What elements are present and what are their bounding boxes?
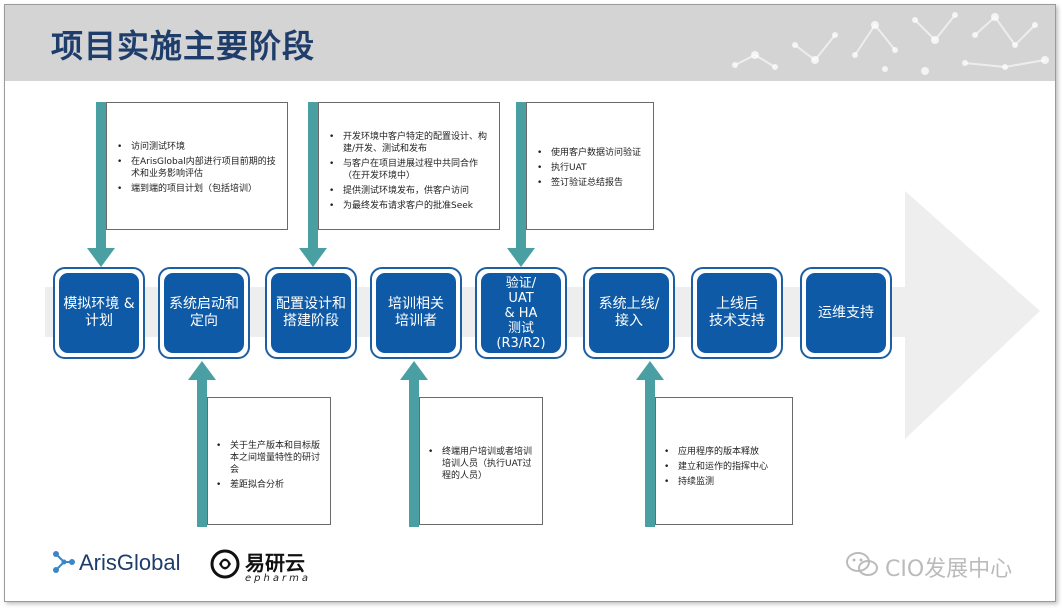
note-item: 与客户在项目进展过程中共同合作（在开发环境中） — [325, 158, 493, 182]
stage-7: 上线后 技术支持 — [691, 267, 783, 359]
arrowhead-up-2 — [400, 361, 428, 380]
page-title: 项目实施主要阶段 — [51, 27, 316, 65]
note-top-2: 开发环境中客户特定的配置设计、构建/开发、测试和发布 与客户在项目进展过程中共同… — [318, 102, 500, 230]
stage-3: 配置设计和 搭建阶段 — [265, 267, 357, 359]
connector-top-2 — [308, 102, 318, 250]
stage-label: 培训相关 培训者 — [376, 273, 456, 353]
stage-label: 上线后 技术支持 — [697, 273, 777, 353]
header-bar: 项目实施主要阶段 — [5, 5, 1055, 81]
note-item: 终端用户培训或者培训培训人员（执行UAT过程的人员） — [424, 446, 536, 482]
arrowhead-down-2 — [299, 248, 327, 267]
arrowhead-up-1 — [188, 361, 216, 380]
note-item: 访问测试环境 — [113, 141, 281, 153]
stage-5: 验证/ UAT & HA 测试 (R3/R2) — [475, 267, 567, 359]
stage-label: 系统上线/ 接入 — [589, 273, 669, 353]
connector-bottom-3 — [645, 379, 655, 527]
stage-label: 验证/ UAT & HA 测试 (R3/R2) — [481, 273, 561, 353]
note-top-1: 访问测试环境 在ArisGlobal内部进行项目前期的技术和业务影响评估 端到端… — [106, 102, 288, 230]
arrowhead-down-3 — [507, 248, 535, 267]
yiyan-logo: 易研云 — [245, 551, 305, 575]
note-item: 签订验证总结报告 — [533, 177, 647, 189]
stage-label: 运维支持 — [806, 273, 886, 353]
note-bottom-3: 应用程序的版本释放 建立和运作的指挥中心 持续监测 — [655, 397, 793, 525]
note-item: 持续监测 — [660, 476, 786, 488]
note-item: 提供测试环境发布，供客户访问 — [325, 185, 493, 197]
wechat-icon — [846, 552, 878, 576]
stage-label: 系统启动和 定向 — [164, 273, 244, 353]
note-item: 开发环境中客户特定的配置设计、构建/开发、测试和发布 — [325, 131, 493, 155]
wechat-watermark: CIO发展中心 — [885, 557, 1013, 582]
slide: 项目实施主要阶段 访问测试环境 — [4, 4, 1056, 602]
arisglobal-logo-icon — [53, 551, 75, 573]
epharma-text: epharma — [245, 573, 311, 584]
note-bottom-2: 终端用户培训或者培训培训人员（执行UAT过程的人员） — [419, 397, 543, 525]
arisglobal-logo: ArisGlobal — [79, 550, 181, 575]
arrowhead-down-1 — [87, 248, 115, 267]
note-item: 建立和运作的指挥中心 — [660, 461, 786, 473]
stage-8: 运维支持 — [800, 267, 892, 359]
connector-top-3 — [516, 102, 526, 250]
note-item: 执行UAT — [533, 162, 647, 174]
note-item: 使用客户数据访问验证 — [533, 147, 647, 159]
note-top-3: 使用客户数据访问验证 执行UAT 签订验证总结报告 — [526, 102, 654, 230]
stage-label: 配置设计和 搭建阶段 — [271, 273, 351, 353]
note-item: 端到端的项目计划（包括培训） — [113, 183, 281, 195]
note-item: 为最终发布请求客户的批准Seek — [325, 200, 493, 212]
note-item: 关于生产版本和目标版本之间增量特性的研讨会 — [212, 440, 324, 476]
connector-top-1 — [96, 102, 106, 250]
note-bottom-1: 关于生产版本和目标版本之间增量特性的研讨会 差距拟合分析 — [207, 397, 331, 525]
stage-label: 模拟环境 & 计划 — [59, 273, 139, 353]
note-item: 应用程序的版本释放 — [660, 446, 786, 458]
epharma-logo-icon — [210, 549, 240, 579]
molecule-pattern — [732, 12, 1049, 75]
connector-bottom-1 — [197, 379, 207, 527]
connector-bottom-2 — [409, 379, 419, 527]
stage-6: 系统上线/ 接入 — [583, 267, 675, 359]
note-item: 在ArisGlobal内部进行项目前期的技术和业务影响评估 — [113, 156, 281, 180]
stage-2: 系统启动和 定向 — [158, 267, 250, 359]
stage-4: 培训相关 培训者 — [370, 267, 462, 359]
connectors — [87, 102, 664, 527]
arrowhead-up-3 — [636, 361, 664, 380]
note-item: 差距拟合分析 — [212, 479, 324, 491]
stage-1: 模拟环境 & 计划 — [53, 267, 145, 359]
